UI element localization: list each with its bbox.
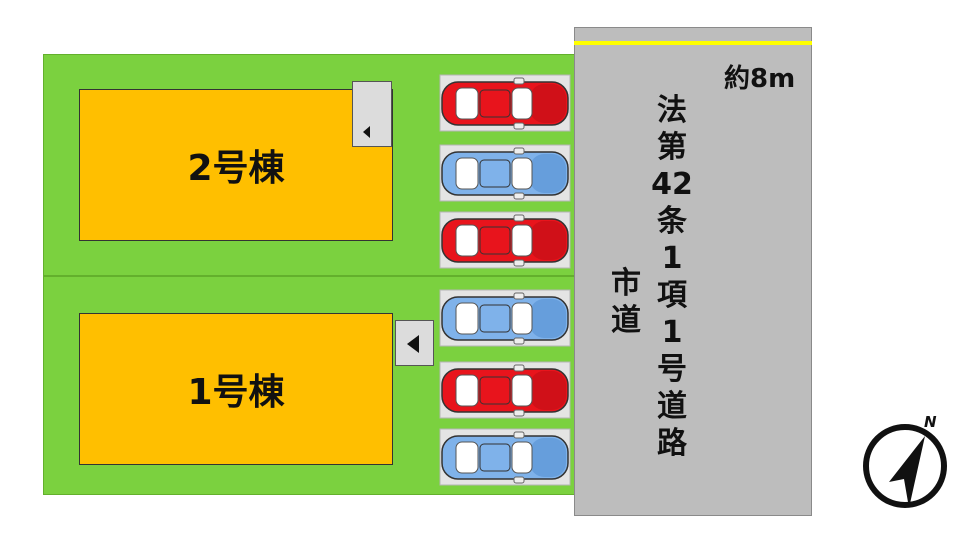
- building-2-label: 2号棟: [187, 148, 285, 189]
- road-width-label: 約8m: [724, 64, 796, 94]
- car-red: [439, 211, 571, 269]
- car-red: [439, 74, 571, 132]
- svg-text:N: N: [924, 413, 937, 431]
- entrance-arrow-icon: [363, 126, 370, 138]
- road-char: 条: [657, 204, 687, 239]
- road-char: 42: [651, 167, 693, 202]
- road: [574, 27, 812, 516]
- road-edge-line: [574, 41, 812, 45]
- road-char: 道: [611, 303, 641, 338]
- road-char: 1: [661, 241, 683, 276]
- entrance-1: [395, 320, 434, 366]
- car-blue: [439, 289, 571, 347]
- road-char: 市: [611, 266, 641, 301]
- entrance-2: [352, 81, 392, 147]
- building-1-label: 1号棟: [187, 372, 285, 413]
- road-char: 項: [657, 278, 687, 313]
- road-type-vertical: 市道: [604, 265, 648, 339]
- car-blue: [439, 428, 571, 486]
- car-red: [439, 361, 571, 419]
- road-char: 第: [657, 130, 687, 165]
- road-char: 道: [657, 389, 687, 424]
- entrance-arrow-icon: [407, 335, 419, 353]
- road-char: 号: [657, 352, 687, 387]
- road-char: 法: [657, 93, 687, 128]
- road-char: 路: [657, 426, 687, 461]
- building-1: 1号棟: [79, 313, 393, 465]
- building-2: 2号棟: [79, 89, 393, 241]
- road-char: 1: [661, 315, 683, 350]
- car-blue: [439, 144, 571, 202]
